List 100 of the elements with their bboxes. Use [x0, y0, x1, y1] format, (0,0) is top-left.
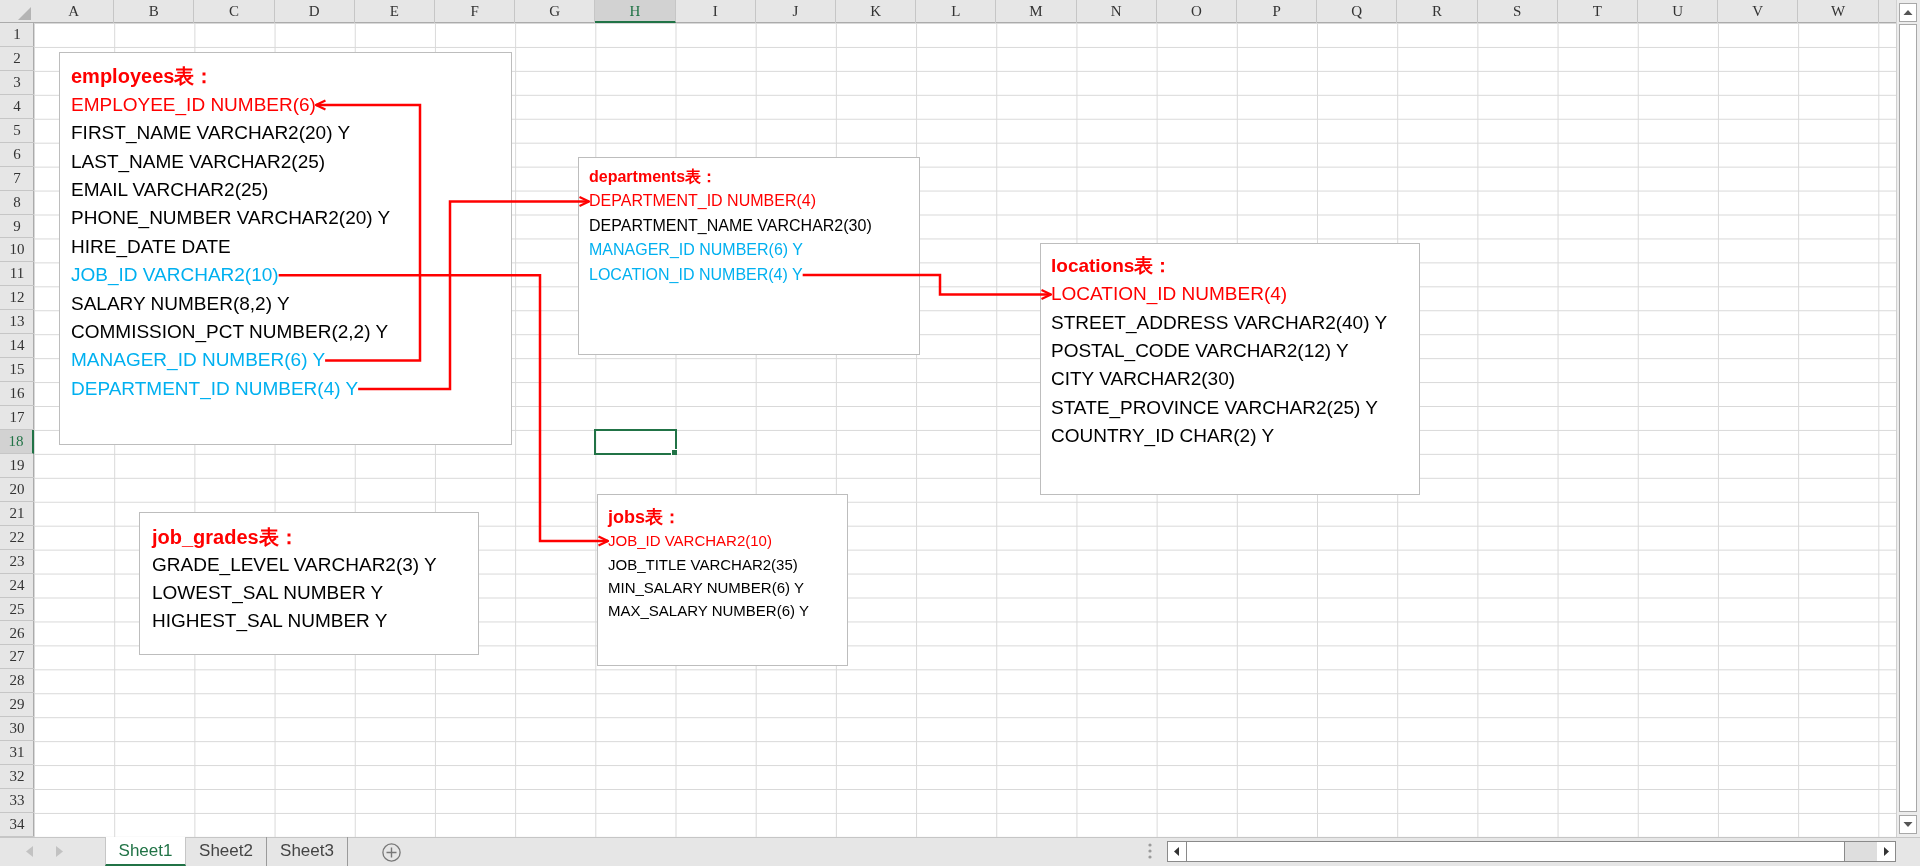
column-header: H: [595, 0, 676, 23]
column-header: I: [675, 0, 756, 23]
column-header: P: [1237, 0, 1318, 23]
column-definition: STREET_ADDRESS VARCHAR2(40) Y: [1051, 310, 1388, 336]
column-header: C: [194, 0, 275, 23]
table-title: departments表：: [589, 166, 718, 187]
column-definition: DEPARTMENT_ID NUMBER(4) Y: [71, 374, 359, 404]
column-header: S: [1477, 0, 1558, 23]
table-title: locations表：: [1051, 253, 1173, 278]
column-definition: MAX_SALARY NUMBER(6) Y: [608, 601, 809, 622]
column-header: N: [1076, 0, 1157, 23]
row-number: 23: [0, 549, 34, 574]
table-card: [139, 512, 479, 655]
row-number: 30: [0, 717, 34, 742]
column-definition: LOWEST_SAL NUMBER Y: [152, 581, 384, 606]
table-title: job_grades表：: [152, 525, 299, 550]
column-header: J: [755, 0, 836, 23]
table-card: [578, 157, 920, 355]
row-number: 8: [0, 190, 34, 215]
column-header: O: [1156, 0, 1237, 23]
row-number: 7: [0, 166, 34, 191]
connector-arrow: [278, 274, 610, 547]
row-number: 16: [0, 382, 34, 407]
column-header: U: [1638, 0, 1719, 23]
row-number: 27: [0, 645, 34, 670]
table-card: [597, 494, 848, 666]
column-header: F: [435, 0, 516, 23]
connector-arrow: [358, 195, 591, 391]
row-number: 18: [0, 429, 34, 454]
column-definition: LOCATION_ID NUMBER(4): [1051, 280, 1288, 309]
row-number: 24: [0, 573, 34, 598]
sheet-tab: Sheet3: [267, 837, 348, 866]
column-header: B: [114, 0, 195, 23]
column-header: Q: [1317, 0, 1398, 23]
column-definition: COUNTRY_ID CHAR(2) Y: [1051, 424, 1275, 449]
column-definition: JOB_ID VARCHAR2(10): [608, 529, 772, 553]
row-number: 14: [0, 334, 34, 359]
row-number: 22: [0, 525, 34, 550]
connector-arrow: [802, 273, 1053, 300]
table-card: [59, 52, 512, 445]
column-definition: HIRE_DATE DATE: [71, 234, 231, 260]
row-number: 26: [0, 621, 34, 646]
column-definition: CITY VARCHAR2(30): [1051, 367, 1236, 392]
column-definition: PHONE_NUMBER VARCHAR2(20) Y: [71, 206, 391, 231]
row-number: 1: [0, 23, 34, 47]
row-number: 4: [0, 94, 34, 119]
column-header: D: [274, 0, 355, 23]
row-number: 11: [0, 262, 34, 287]
row-number: 19: [0, 453, 34, 478]
row-number: 10: [0, 238, 34, 263]
row-number: 17: [0, 406, 34, 430]
row-number: 2: [0, 46, 34, 71]
column-definition: MIN_SALARY NUMBER(6) Y: [608, 577, 804, 598]
column-definition: HIGHEST_SAL NUMBER Y: [152, 609, 388, 634]
column-definition: MANAGER_ID NUMBER(6) Y: [71, 346, 326, 375]
row-number: 6: [0, 142, 34, 167]
column-header: W: [1798, 0, 1879, 23]
column-definition: COMMISSION_PCT NUMBER(2,2) Y: [71, 319, 389, 345]
column-definition: JOB_ID VARCHAR2(10): [71, 261, 279, 290]
column-definition: FIRST_NAME VARCHAR2(20) Y: [71, 121, 351, 146]
column-definition: POSTAL_CODE VARCHAR2(12) Y: [1051, 338, 1349, 364]
column-header: L: [916, 0, 997, 23]
column-definition: STATE_PROVINCE VARCHAR2(25) Y: [1051, 395, 1378, 421]
table-title: jobs表：: [608, 506, 681, 529]
column-header: M: [996, 0, 1077, 23]
row-number: 25: [0, 597, 34, 622]
row-number: 5: [0, 118, 34, 143]
column-definition: LAST_NAME VARCHAR2(25): [71, 149, 326, 175]
row-number: 31: [0, 741, 34, 766]
column-definition: DEPARTMENT_ID NUMBER(4): [589, 189, 816, 214]
column-definition: MANAGER_ID NUMBER(6) Y: [589, 240, 803, 261]
row-number: 28: [0, 669, 34, 694]
column-definition: DEPARTMENT_NAME VARCHAR2(30): [589, 215, 872, 236]
row-number: 9: [0, 214, 34, 239]
column-definition: EMPLOYEE_ID NUMBER(6): [71, 90, 316, 120]
row-number: 29: [0, 693, 34, 718]
column-header: K: [836, 0, 917, 23]
table-title: employees表：: [71, 64, 215, 90]
row-number: 13: [0, 310, 34, 335]
column-definition: GRADE_LEVEL VARCHAR2(3) Y: [152, 553, 437, 578]
table-card: [1040, 243, 1420, 495]
row-number: 20: [0, 477, 34, 502]
column-header: E: [354, 0, 435, 23]
column-header: A: [34, 0, 115, 23]
row-number: 21: [0, 501, 34, 526]
column-definition: EMAIL VARCHAR2(25): [71, 177, 269, 202]
row-number: 32: [0, 765, 34, 790]
connector-arrow: [314, 99, 422, 362]
column-header: T: [1557, 0, 1638, 23]
row-number: 12: [0, 286, 34, 311]
row-number: 15: [0, 358, 34, 383]
row-number: 33: [0, 789, 34, 813]
sheet-tab: Sheet1: [105, 837, 186, 866]
column-header: R: [1397, 0, 1478, 23]
column-definition: LOCATION_ID NUMBER(4) Y: [589, 262, 803, 288]
row-number: 34: [0, 813, 34, 837]
column-definition: SALARY NUMBER(8,2) Y: [71, 291, 290, 316]
row-number: 3: [0, 70, 34, 95]
column-header: V: [1718, 0, 1799, 23]
sheet-tab: Sheet2: [186, 837, 267, 866]
